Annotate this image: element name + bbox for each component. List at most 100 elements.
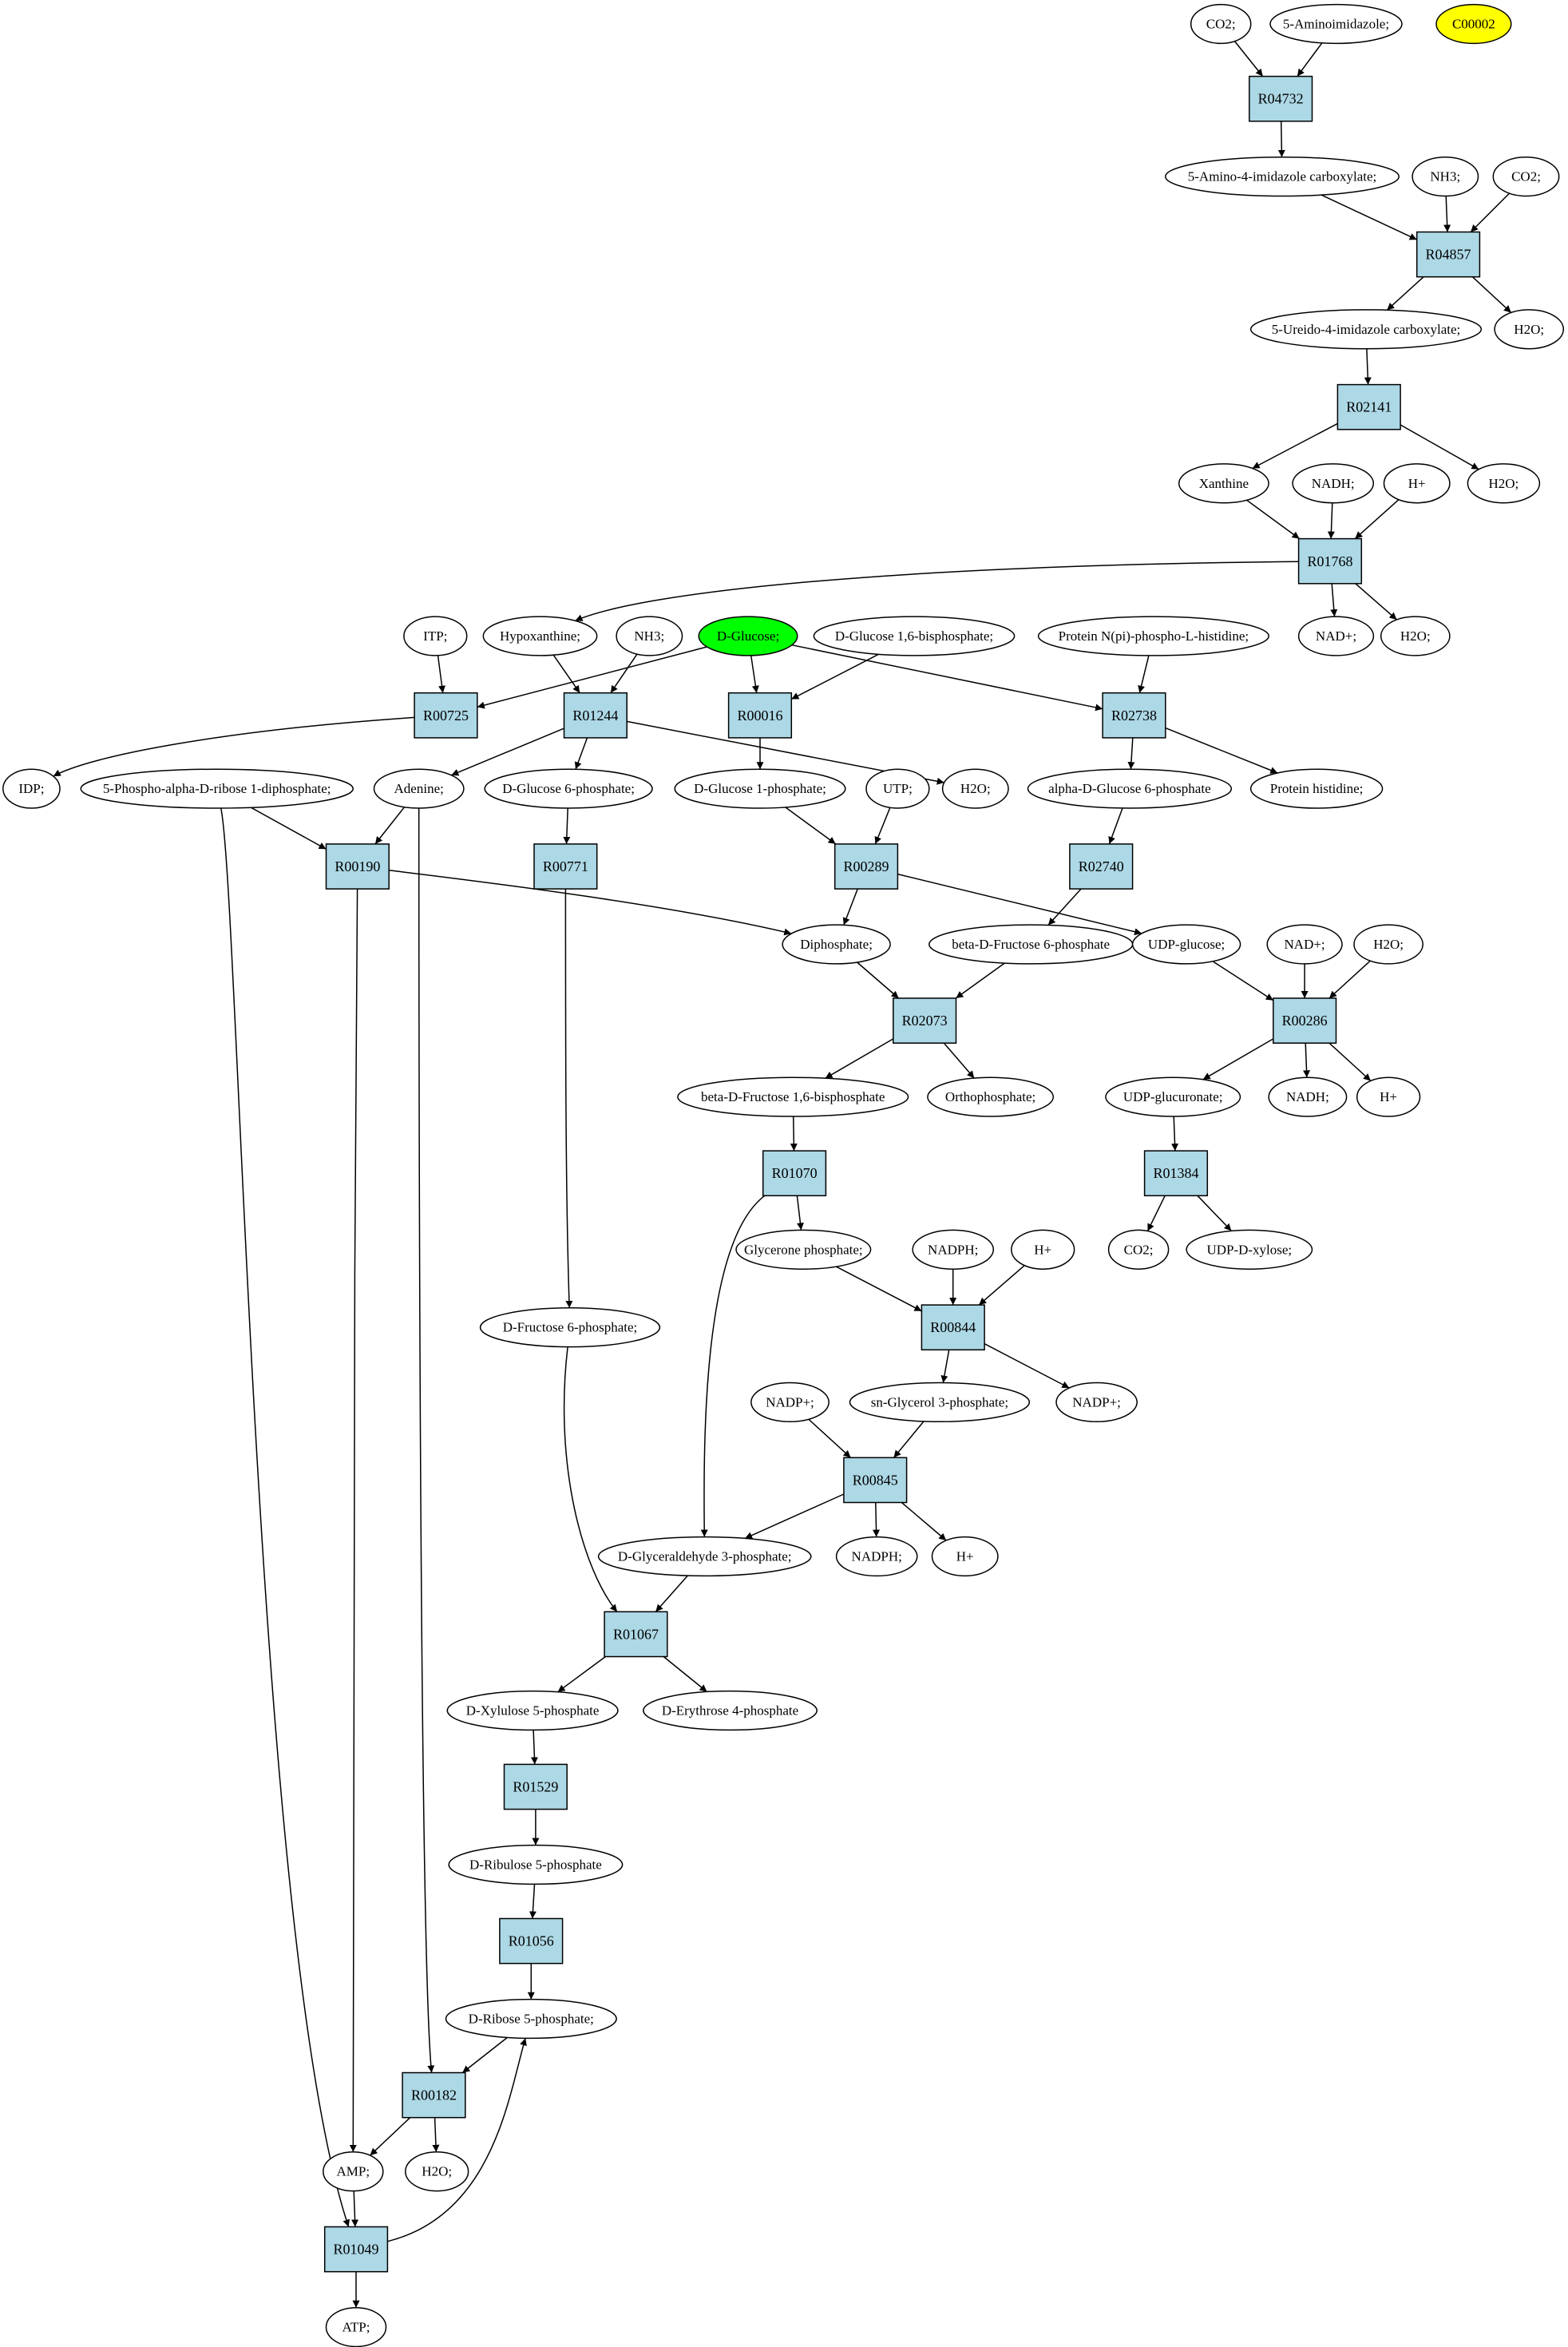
reaction-node-r02141[interactable]: R02141 <box>1336 383 1401 430</box>
reaction-node-r04857[interactable]: R04857 <box>1416 231 1481 278</box>
compound-node-h2o-a[interactable]: H2O; <box>1494 309 1565 350</box>
compound-node-d-ribulose-5p[interactable]: D-Ribulose 5-phosphate <box>448 1844 624 1885</box>
compound-node-nad-a[interactable]: NAD+; <box>1297 616 1375 656</box>
edge-hypoxanthine-to-R01244 <box>552 654 580 694</box>
reaction-node-r01056[interactable]: R01056 <box>499 1917 564 1964</box>
reaction-node-r00182[interactable]: R00182 <box>402 2071 466 2119</box>
reaction-node-r01244[interactable]: R01244 <box>563 692 628 739</box>
reaction-node-r00725[interactable]: R00725 <box>414 692 478 739</box>
compound-node-nh3-a[interactable]: NH3; <box>1412 156 1479 197</box>
compound-node-c00002[interactable]: C00002 <box>1435 3 1512 45</box>
compound-node-h2o-c[interactable]: H2O; <box>1380 616 1451 656</box>
reaction-label: R02740 <box>1079 858 1124 874</box>
reaction-node-r01384[interactable]: R01384 <box>1143 1150 1209 1197</box>
compound-node-glycerone-phosphate[interactable]: Glycerone phosphate; <box>735 1229 872 1270</box>
reaction-node-r01049[interactable]: R01049 <box>323 2226 389 2273</box>
compound-node-protein-histidine[interactable]: Protein histidine; <box>1249 768 1384 809</box>
compound-node-prpp[interactable]: 5-Phospho-alpha-D-ribose 1-diphosphate; <box>80 768 354 809</box>
compound-node-d-erythrose-4p[interactable]: D-Erythrose 4-phosphate <box>643 1690 818 1731</box>
compound-node-h2o-e[interactable]: H2O; <box>1353 924 1423 965</box>
compound-node-idp[interactable]: IDP; <box>2 768 61 809</box>
compound-node-co2-a[interactable]: CO2; <box>1190 3 1252 45</box>
compound-node-hypoxanthine[interactable]: Hypoxanthine; <box>482 616 598 656</box>
reaction-label: R02073 <box>902 1013 948 1029</box>
compound-node-h-c[interactable]: H+ <box>1011 1229 1075 1270</box>
compound-node-nadph-a[interactable]: NADPH; <box>912 1229 995 1270</box>
compound-ellipse <box>835 1536 918 1577</box>
compound-node-d-glucose-16bp[interactable]: D-Glucose 1,6-bisphosphate; <box>813 616 1016 656</box>
reaction-node-r00289[interactable]: R00289 <box>833 843 899 890</box>
compound-node-amp[interactable]: AMP; <box>323 2151 384 2192</box>
compound-node-atp[interactable]: ATP; <box>325 2306 387 2347</box>
compound-node-diphosphate[interactable]: Diphosphate; <box>782 924 891 965</box>
compound-node-co2-b[interactable]: CO2; <box>1492 156 1560 197</box>
reaction-node-r00190[interactable]: R00190 <box>325 843 390 890</box>
compound-node-nadp-a[interactable]: NADP+; <box>750 1382 830 1423</box>
compound-node-nad-b[interactable]: NAD+; <box>1266 924 1343 965</box>
compound-ellipse <box>698 616 798 656</box>
compound-node-d-glucose-6p[interactable]: D-Glucose 6-phosphate; <box>484 768 653 809</box>
compound-node-h2o-d[interactable]: H2O; <box>941 768 1009 809</box>
compound-node-d-fructose-6p[interactable]: D-Fructose 6-phosphate; <box>479 1307 661 1348</box>
compound-node-adenine[interactable]: Adenine; <box>373 768 465 809</box>
compound-node-beta-d-fructose-16bp[interactable]: beta-D-Fructose 1,6-bisphosphate <box>677 1076 909 1117</box>
compound-node-h-d[interactable]: H+ <box>931 1536 999 1577</box>
reaction-node-r00845[interactable]: R00845 <box>843 1457 908 1504</box>
compound-ellipse <box>1380 616 1451 656</box>
compound-node-nadp-b[interactable]: NADP+; <box>1055 1382 1138 1423</box>
reaction-node-r00844[interactable]: R00844 <box>921 1304 985 1351</box>
compound-node-utp[interactable]: UTP; <box>865 768 930 809</box>
compound-label: beta-D-Fructose 6-phosphate <box>952 937 1110 952</box>
compound-node-h-a[interactable]: H+ <box>1383 463 1451 504</box>
compound-node-nh3-b[interactable]: NH3; <box>616 616 683 656</box>
compound-node-sn-glycerol-3p[interactable]: sn-Glycerol 3-phosphate; <box>849 1382 1031 1423</box>
edge-R02073-to-orthophosphate <box>943 1042 975 1079</box>
compound-ellipse <box>405 2151 469 2192</box>
compound-node-nadh-a[interactable]: NADH; <box>1292 463 1375 504</box>
compound-node-amino-imid-carboxylate[interactable]: 5-Amino-4-imidazole carboxylate; <box>1165 156 1400 197</box>
compound-node-udp-d-xylose[interactable]: UDP-D-xylose; <box>1186 1229 1313 1270</box>
compound-node-d-ribose-5p[interactable]: D-Ribose 5-phosphate; <box>445 1998 617 2040</box>
compound-node-protein-phospho-his[interactable]: Protein N(pi)-phospho-L-histidine; <box>1037 616 1269 656</box>
compound-node-d-glyceraldehyde-3p[interactable]: D-Glyceraldehyde 3-phosphate; <box>597 1536 812 1577</box>
compound-label: NADPH; <box>852 1549 902 1564</box>
reaction-node-r02738[interactable]: R02738 <box>1102 692 1166 739</box>
compound-node-ureido-imid-carboxylate[interactable]: 5-Ureido-4-imidazole carboxylate; <box>1249 309 1483 350</box>
compound-label: CO2; <box>1206 17 1236 32</box>
reaction-node-r02740[interactable]: R02740 <box>1069 843 1134 890</box>
compound-node-co2-c[interactable]: CO2; <box>1107 1229 1170 1270</box>
compound-node-itp[interactable]: ITP; <box>403 616 468 656</box>
reaction-box <box>762 1150 827 1197</box>
reaction-node-r04732[interactable]: R04732 <box>1249 75 1313 122</box>
compound-node-aminoimidazole[interactable]: 5-Aminoimidazole; <box>1269 3 1403 45</box>
reaction-node-r01529[interactable]: R01529 <box>503 1763 568 1810</box>
compound-ellipse <box>782 924 891 965</box>
edge-d_glucose-to-R02738 <box>791 644 1103 712</box>
compound-node-alpha-d-glucose-6p[interactable]: alpha-D-Glucose 6-phosphate <box>1027 768 1233 809</box>
compound-ellipse <box>1268 1076 1348 1117</box>
compound-node-udp-glucose[interactable]: UDP-glucose; <box>1131 924 1241 965</box>
reaction-node-r00016[interactable]: R00016 <box>727 692 793 739</box>
reaction-node-r01067[interactable]: R01067 <box>604 1611 668 1658</box>
compound-node-udp-glucuronate[interactable]: UDP-glucuronate; <box>1105 1076 1241 1117</box>
compound-node-d-glucose-1p[interactable]: D-Glucose 1-phosphate; <box>674 768 846 809</box>
compound-node-h2o-f[interactable]: H2O; <box>405 2151 469 2192</box>
compound-label: beta-D-Fructose 1,6-bisphosphate <box>701 1089 885 1104</box>
compound-node-h2o-b[interactable]: H2O; <box>1467 463 1541 504</box>
compound-node-nadh-b[interactable]: NADH; <box>1268 1076 1348 1117</box>
compound-node-h-b[interactable]: H+ <box>1356 1076 1421 1117</box>
reaction-node-r01070[interactable]: R01070 <box>762 1150 827 1197</box>
compound-node-orthophosphate[interactable]: Orthophosphate; <box>927 1076 1055 1117</box>
reaction-node-r02073[interactable]: R02073 <box>893 997 957 1044</box>
compound-node-d-glucose[interactable]: D-Glucose; <box>698 616 798 656</box>
reaction-node-r00771[interactable]: R00771 <box>533 843 598 890</box>
reaction-node-r01768[interactable]: R01768 <box>1297 537 1363 585</box>
reaction-node-r00286[interactable]: R00286 <box>1273 997 1337 1044</box>
compound-node-d-xylulose-5p[interactable]: D-Xylulose 5-phosphate <box>446 1690 619 1731</box>
compound-node-xanthine[interactable]: Xanthine <box>1178 463 1269 504</box>
compound-node-beta-d-fructose-6p[interactable]: beta-D-Fructose 6-phosphate <box>929 924 1134 965</box>
compound-node-nadph-b[interactable]: NADPH; <box>835 1536 918 1577</box>
reaction-label: R04732 <box>1258 91 1304 107</box>
compound-ellipse <box>2 768 61 809</box>
edge-adenine-to-R00182 <box>418 807 435 2073</box>
